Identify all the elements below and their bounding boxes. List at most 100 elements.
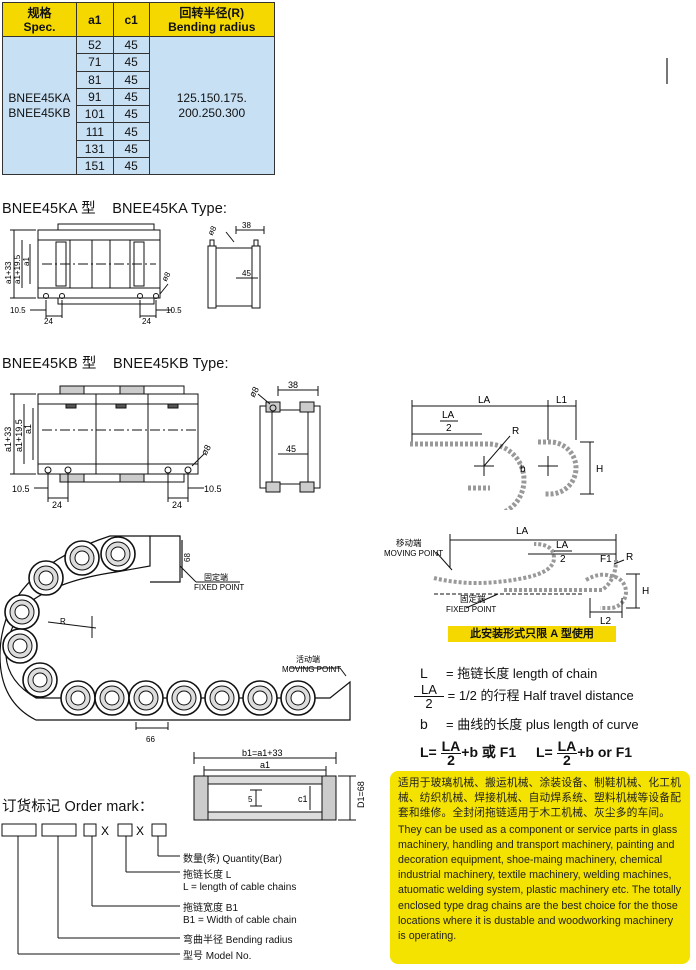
- dim-10-5-left: 10.5: [10, 306, 26, 315]
- order-item-width-zh: 拖链宽度 B1: [183, 903, 239, 914]
- dim-38-kb-end: 38: [288, 380, 298, 390]
- order-item-model: 型号 Model No.: [183, 951, 252, 962]
- dim-dia-8: ø8: [160, 270, 173, 283]
- label-66-chain: 66: [146, 735, 155, 744]
- label-R-chain: R: [60, 617, 66, 626]
- order-mark-diagram: X X: [1, 823, 180, 955]
- dim-a1-cross: a1: [260, 760, 270, 770]
- label-fixed-zh: 固定端: [460, 594, 486, 604]
- dim-a1: a1: [22, 257, 31, 266]
- chain-layout-diagram: 固定端 FIXED POINT 活动端 MOVING POINT R 68 66: [0, 535, 351, 744]
- label-moving-zh-chain: 活动端: [296, 654, 320, 664]
- a1-cell: 71: [75, 53, 114, 72]
- application-info-box: 适用于玻璃机械、搬运机械、涂装设备、制鞋机械、化工机械、纺织机械、焊接机械、自动…: [390, 771, 690, 964]
- radius-header: 回转半径(R)Bending radius: [148, 2, 276, 37]
- dim-45-kb-end: 45: [286, 444, 296, 454]
- label-R: R: [512, 426, 519, 437]
- chain-link: [280, 680, 316, 716]
- label-LA-half-num-moving: LA: [556, 540, 569, 551]
- dim-D1: D1=68: [356, 781, 366, 808]
- label-L2: L2: [600, 616, 612, 626]
- dim-10-5-left-kb: 10.5: [12, 484, 30, 494]
- a1-cell: 101: [75, 105, 114, 124]
- dim-a1-33: a1+33: [4, 261, 13, 284]
- a1-cell: 81: [75, 70, 114, 89]
- label-moving-en-chain: MOVING POINT: [282, 665, 341, 674]
- dim-c1: c1: [298, 794, 308, 804]
- chain-link: [166, 680, 202, 716]
- dim-10-5-right: 10.5: [166, 306, 182, 315]
- dim-a1-19-5-kb: a1+19.5: [14, 419, 24, 452]
- label-L1: L1: [556, 395, 568, 406]
- dim-24-right: 24: [142, 317, 151, 326]
- c1-cell: 45: [112, 122, 150, 141]
- c1-cell: 45: [112, 35, 150, 55]
- a1-cell: 52: [75, 35, 114, 55]
- ka-section-title: BNEE45KA 型 BNEE45KA Type:: [2, 201, 227, 217]
- margin-mark: [666, 58, 668, 84]
- label-LA-moving: LA: [516, 526, 529, 537]
- label-LA-half-den: 2: [446, 423, 452, 434]
- ka-side-view: a1+33 a1+19.5 a1 10.5 24 24 10.5 ø8: [4, 223, 182, 326]
- c1-cell: 45: [112, 70, 150, 89]
- cross-section-diagram: b1=a1+33 a1 5 c1 D1=68: [193, 748, 366, 821]
- a1-header: a1: [75, 2, 114, 37]
- dim-24-left: 24: [44, 317, 53, 326]
- dim-5: 5: [248, 795, 253, 804]
- radius-cell: 125.150.175.200.250.300: [148, 35, 276, 176]
- c1-cell: 45: [112, 87, 150, 107]
- chain-link: [60, 680, 96, 716]
- chain-link: [22, 662, 58, 698]
- a1-cell: 131: [75, 139, 114, 159]
- label-H-moving: H: [642, 586, 649, 597]
- application-info-en: They can be used as a component or servi…: [398, 823, 682, 943]
- chain-link: [204, 680, 240, 716]
- c1-cell: 45: [112, 105, 150, 124]
- dim-dia-8-kb: ø8: [199, 443, 213, 457]
- label-b: b: [520, 464, 526, 475]
- order-mark-x2: X: [136, 824, 144, 838]
- dim-a1-33-kb: a1+33: [3, 427, 13, 452]
- c1-cell: 45: [112, 157, 150, 176]
- chain-link: [4, 594, 40, 630]
- order-mark-x1: X: [101, 824, 109, 838]
- dim-a1-19-5: a1+19.5: [13, 254, 22, 284]
- order-item-width-en: B1 = Width of cable chain: [183, 915, 297, 926]
- a-type-only-note: 此安装形式只限 A 型使用: [448, 626, 616, 642]
- label-68-chain: 68: [183, 553, 192, 562]
- chain-links: [2, 536, 316, 716]
- c1-header: c1: [112, 2, 150, 37]
- ka-end-view: ø8 38 45: [206, 221, 265, 309]
- legend-b: b= 曲线的长度 plus length of curve: [420, 716, 639, 732]
- label-F1: F1: [600, 554, 612, 565]
- moving-point-diagram: 移动端 MOVING POINT 固定端 FIXED POINT LA LA 2…: [384, 526, 649, 626]
- chain-link: [128, 680, 164, 716]
- legend-L: L= 拖链长度 length of chain: [420, 665, 598, 681]
- kb-side-view: a1+33 a1+19.5 a1 10.5 24 24 10.5 ø8: [3, 385, 222, 510]
- label-moving-zh: 移动端: [396, 538, 422, 548]
- a1-cell: 111: [75, 122, 114, 141]
- kb-section-title: BNEE45KB 型 BNEE45KB Type:: [2, 356, 229, 372]
- order-item-quantity: 数量(条) Quantity(Bar): [183, 854, 282, 865]
- travel-diagram: LA LA 2 L1 R b H: [410, 395, 603, 510]
- order-item-radius: 弯曲半径 Bending radius: [183, 935, 293, 946]
- dim-b1: b1=a1+33: [242, 748, 283, 758]
- label-fixed-en: FIXED POINT: [446, 605, 496, 614]
- c1-cell: 45: [112, 139, 150, 159]
- order-item-length-en: L = length of cable chains: [183, 882, 297, 893]
- dim-dia-8-kb-end: ø8: [247, 385, 261, 399]
- kb-end-view: ø8 38 45: [247, 380, 321, 493]
- a1-cell: 91: [75, 87, 114, 107]
- label-LA-half-num: LA: [442, 410, 455, 421]
